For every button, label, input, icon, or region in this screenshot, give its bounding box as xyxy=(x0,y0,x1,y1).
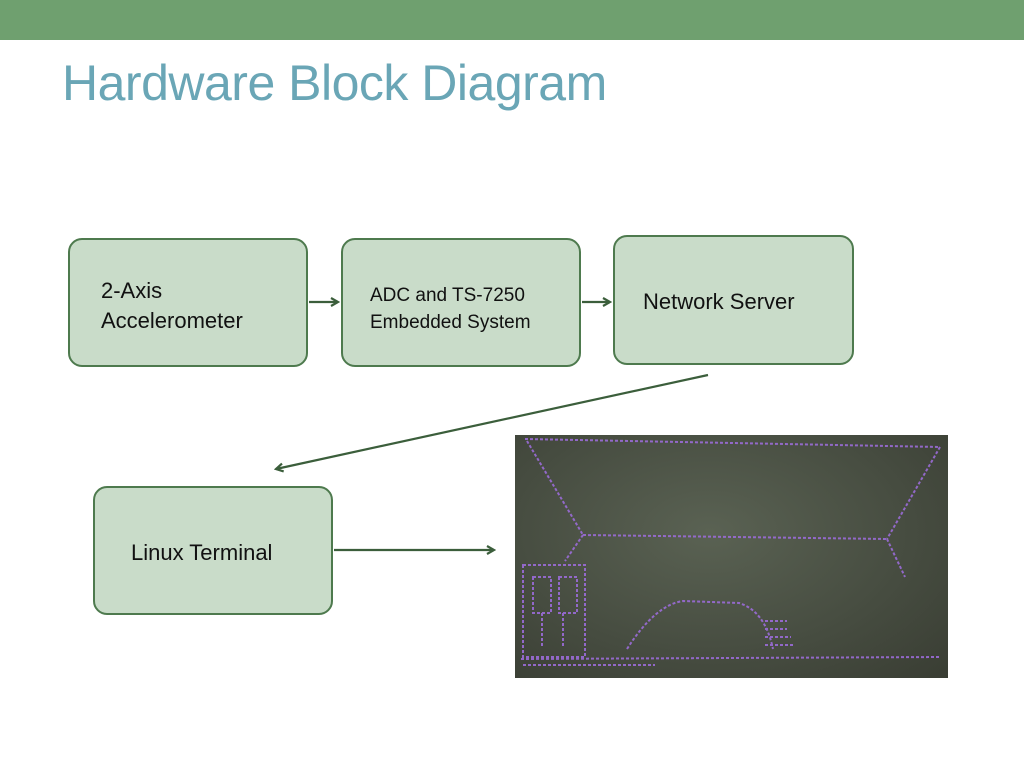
network-server-block: Network Server xyxy=(613,235,854,365)
accelerometer-block: 2-Axis Accelerometer xyxy=(68,238,308,367)
linux-terminal-label: Linux Terminal xyxy=(131,540,273,565)
accelerometer-label: 2-Axis Accelerometer xyxy=(101,278,243,333)
terminal-screen-traces xyxy=(520,438,941,666)
network-server-label: Network Server xyxy=(643,289,795,314)
terminal-screen-photo xyxy=(515,435,948,678)
adc-embedded-system-label: ADC and TS-7250 Embedded System xyxy=(370,285,531,333)
slide-title: Hardware Block Diagram xyxy=(62,55,607,111)
adc-embedded-system-block: ADC and TS-7250 Embedded System xyxy=(341,238,581,367)
linux-terminal-block: Linux Terminal xyxy=(93,486,333,615)
top-accent-bar xyxy=(0,0,1024,40)
